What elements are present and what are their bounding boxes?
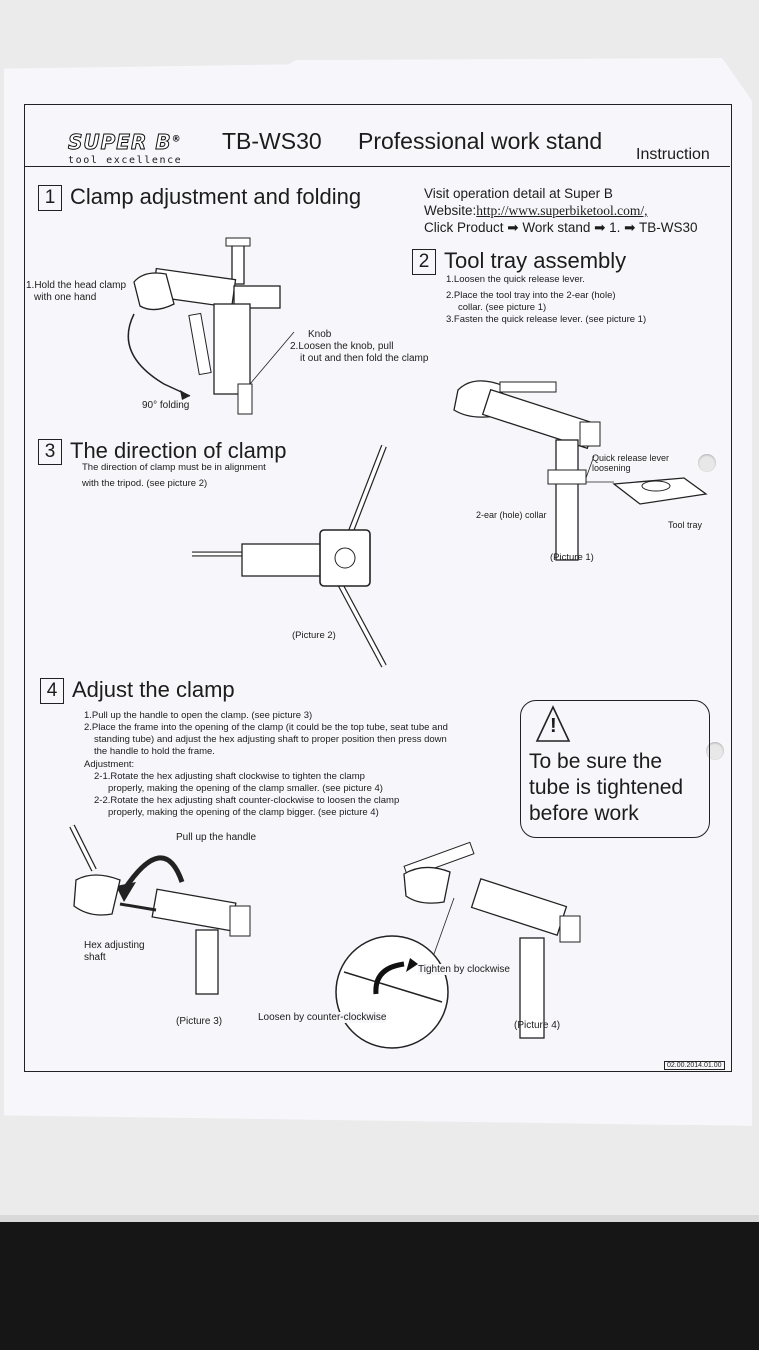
table-edge [0,1215,759,1225]
s1-step2-line1: 2.Loosen the knob, pull [290,341,394,352]
label-2-ear-collar: 2-ear (hole) collar [476,510,547,520]
punch-hole [706,742,724,760]
clamp-folding-illustration [127,237,295,415]
sheet-border [24,104,732,1072]
website-line: Website:http://www.superbiketool.com/, [424,203,648,218]
model-number: TB-WS30 [222,128,322,154]
page-title: Professional work stand [358,128,603,154]
website-link[interactable]: http://www.superbiketool.com/, [476,203,648,218]
floor-background [0,1222,759,1350]
page-subtitle: Instruction [636,146,710,163]
punch-hole [698,454,716,472]
label-quick-release: Quick release lever loosening [592,453,670,473]
picture4-caption: (Picture 4) [514,1020,561,1031]
warning-text: To be sure the tube is tightened before … [529,750,684,825]
logo: SUPER B® tool excellence [68,130,183,167]
clamp-direction-illustration [192,444,387,668]
hex-label-line1: Hex adjusting [84,940,145,951]
header-rule [24,166,730,167]
s1-step1-line1: 1.Hold the head clamp [26,280,127,291]
warning-triangle-icon [535,705,571,742]
s1-folding-label: 90° folding [142,400,190,411]
loosen-label: Loosen by counter-clockwise [258,1012,387,1023]
warning-box: ! To be sure the tube is tightened befor… [520,700,710,838]
logo-reg: ® [171,134,182,145]
picture2-caption: (Picture 2) [292,630,336,641]
instruction-sheet: SUPER B® tool excellence TB-WS30 Profess… [4,58,752,1126]
s1-step2-line2: it out and then fold the clamp [300,353,429,364]
warning-symbol: ! [550,715,557,737]
picture3-illustration [69,824,251,995]
click-path: Click Product ➡ Work stand ➡ 1. ➡ TB-WS3… [424,220,698,235]
logo-brand: SUPER B [68,130,172,155]
s1-knob-label: Knob [308,329,332,340]
pull-handle-label: Pull up the handle [176,832,257,843]
section1-number: 1 [38,185,62,212]
section3-number: 3 [38,439,62,466]
logo-tagline: tool excellence [68,155,183,166]
section2-number: 2 [412,249,436,276]
picture3-caption: (Picture 3) [176,1016,223,1027]
tool-tray-illustration [453,380,708,561]
hex-label-line2: shaft [84,952,106,963]
section2-steps: 1.Loosen the quick release lever. 2.Plac… [446,274,647,326]
document-code: 02.00.2014.01.00 [664,1061,725,1070]
section4-steps: 1.Pull up the handle to open the clamp. … [84,710,448,819]
label-tool-tray: Tool tray [668,520,703,530]
section4-number: 4 [40,678,64,705]
section3-line2: with the tripod. (see picture 2) [82,478,208,489]
section3-line1: The direction of clamp must be in alignm… [82,462,266,473]
picture1-caption: (Picture 1) [550,552,594,563]
visit-line: Visit operation detail at Super B [424,186,613,201]
s1-step1-line2: with one hand [34,292,97,303]
tighten-label: Tighten by clockwise [418,964,510,975]
